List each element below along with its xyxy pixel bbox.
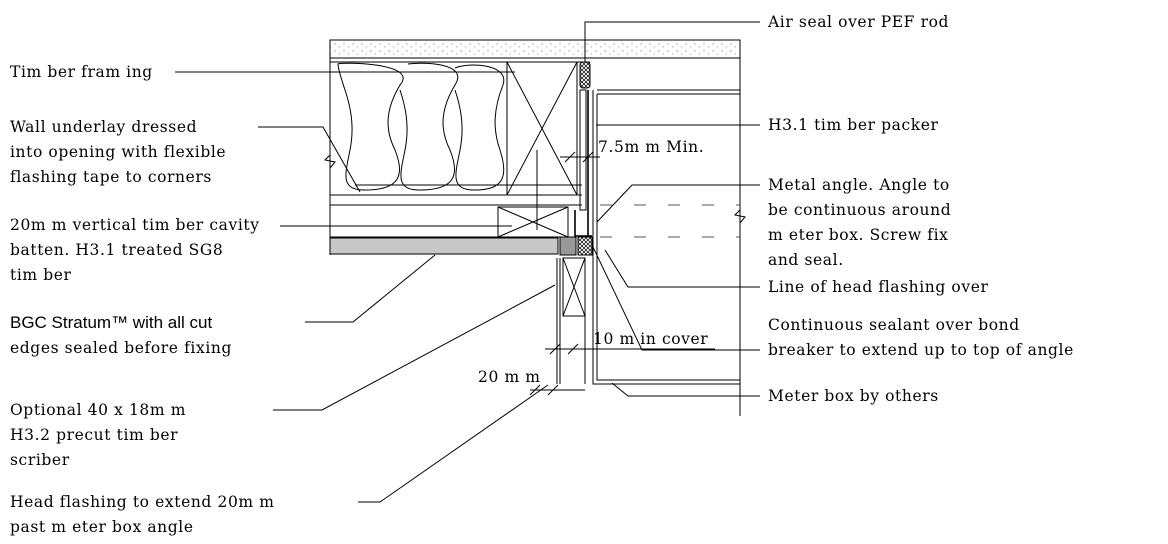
label-metal-angle-1: Metal angle. Angle to	[768, 176, 950, 194]
top-slab	[329, 39, 741, 59]
insulation	[337, 62, 505, 191]
label-wall-underlay-2: into opening with flexible	[10, 143, 226, 161]
label-bgc-stratum-2: edges sealed before fixing	[10, 339, 232, 357]
timber-packer	[579, 89, 587, 211]
label-timber-packer: H3.1 tim ber packer	[768, 116, 939, 134]
label-wall-underlay-1: Wall underlay dressed	[10, 118, 197, 136]
label-head-flashing-2: past m eter box angle	[10, 518, 194, 536]
label-metal-angle-3: m eter box. Screw fix	[768, 226, 949, 244]
label-head-flashing-line: Line of head flashing over	[768, 278, 989, 296]
dim-min-gap: 7.5m m Min.	[598, 138, 704, 156]
label-bgc-stratum-1: BGC Stratum™ with all cut	[10, 313, 212, 332]
dim-flashing-width: 20 m m	[478, 368, 541, 386]
label-continuous-sealant-1: Continuous sealant over bond	[768, 316, 1020, 334]
scriber	[562, 257, 586, 317]
label-optional-scriber-2: H3.2 precut tim ber	[10, 426, 178, 444]
label-continuous-sealant-2: breaker to extend up to top of angle	[768, 341, 1074, 359]
sealant-block	[577, 236, 593, 256]
geometry	[323, 39, 746, 416]
label-meter-box: Meter box by others	[768, 387, 939, 405]
label-wall-underlay-3: flashing tape to corners	[10, 168, 212, 186]
label-cavity-batten-1: 20m m vertical tim ber cavity	[10, 216, 260, 234]
label-cavity-batten-3: tim ber	[10, 266, 72, 284]
label-timber-framing: Tim ber fram ing	[10, 63, 153, 81]
label-metal-angle-4: and seal.	[768, 251, 844, 269]
corner-block	[559, 236, 577, 256]
label-metal-angle-2: be continuous around	[768, 201, 951, 219]
label-cavity-batten-2: batten. H3.1 treated SG8	[10, 241, 223, 259]
label-optional-scriber-3: scriber	[10, 451, 70, 469]
air-seal-rod	[579, 61, 591, 89]
dim-min-cover: 10 m in cover	[593, 330, 708, 348]
leaders	[175, 21, 760, 503]
label-air-seal: Air seal over PEF rod	[767, 13, 949, 31]
label-optional-scriber-1: Optional 40 x 18m m	[10, 401, 186, 419]
label-head-flashing-1: Head flashing to extend 20m m	[10, 493, 275, 511]
cladding	[329, 237, 559, 255]
